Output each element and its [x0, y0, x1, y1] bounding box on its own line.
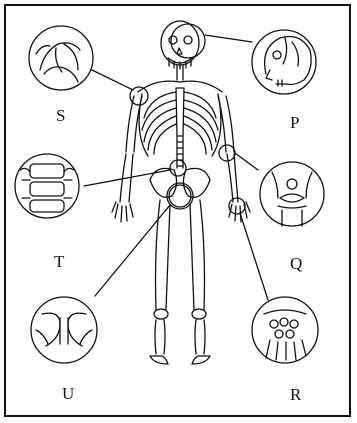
label-r: R [290, 386, 301, 403]
callout-u-pelvis [31, 297, 97, 363]
callout-t-spine [15, 154, 79, 218]
label-t: T [54, 253, 64, 270]
joint-markers [130, 24, 245, 214]
skeleton-figure [112, 21, 250, 364]
callout-p-skull [252, 30, 316, 94]
label-u: U [62, 385, 74, 402]
leader-lines [84, 35, 268, 300]
callout-q-elbow [260, 162, 324, 226]
label-s: S [56, 107, 65, 124]
label-q: Q [290, 255, 302, 272]
callout-s-shoulder [29, 26, 93, 90]
label-p: P [290, 114, 299, 131]
callout-r-wrist [252, 297, 318, 363]
